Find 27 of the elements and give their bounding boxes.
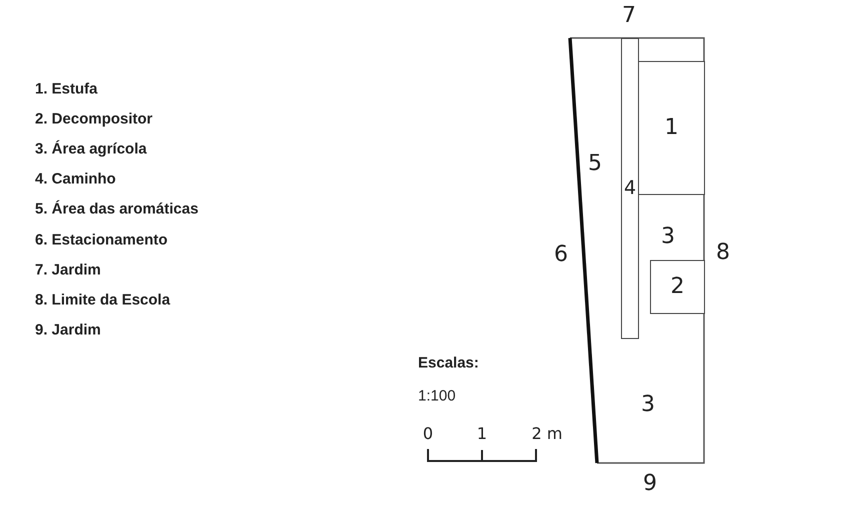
legend-item: 6. Estacionamento [35, 232, 168, 247]
area-number: 1 [664, 117, 678, 139]
area-box [638, 61, 705, 195]
area-number: 8 [716, 242, 730, 264]
area-number: 6 [554, 244, 568, 266]
area-number: 9 [643, 473, 657, 495]
scale-tick-label: 1 [476, 426, 488, 442]
legend-item: 9. Jardim [35, 322, 101, 338]
legend-item: 5. Área das aromáticas [35, 202, 198, 217]
area-box [650, 260, 705, 314]
legend-item: 1. Estufa [35, 82, 98, 96]
scale-ratio: 1:100 [418, 388, 456, 404]
area-number: 7 [622, 5, 636, 27]
area-number: 3 [641, 394, 655, 416]
scale-heading: Escalas: [418, 356, 479, 370]
legend-item: 7. Jardim [35, 262, 101, 278]
area-number: 4 [624, 179, 636, 198]
area-number: 5 [588, 153, 602, 175]
area-number: 2 [670, 276, 684, 298]
scale-tick-label: 2 m [532, 426, 562, 442]
scale-tick-label: 0 [422, 426, 434, 442]
legend-item: 2. Decompositor [35, 112, 153, 127]
legend-item: 4. Caminho [35, 172, 116, 187]
path-strip [621, 38, 639, 339]
legend-item: 3. Área agrícola [35, 142, 147, 157]
legend-item: 8. Limite da Escola [35, 292, 170, 308]
area-number: 3 [661, 226, 675, 248]
